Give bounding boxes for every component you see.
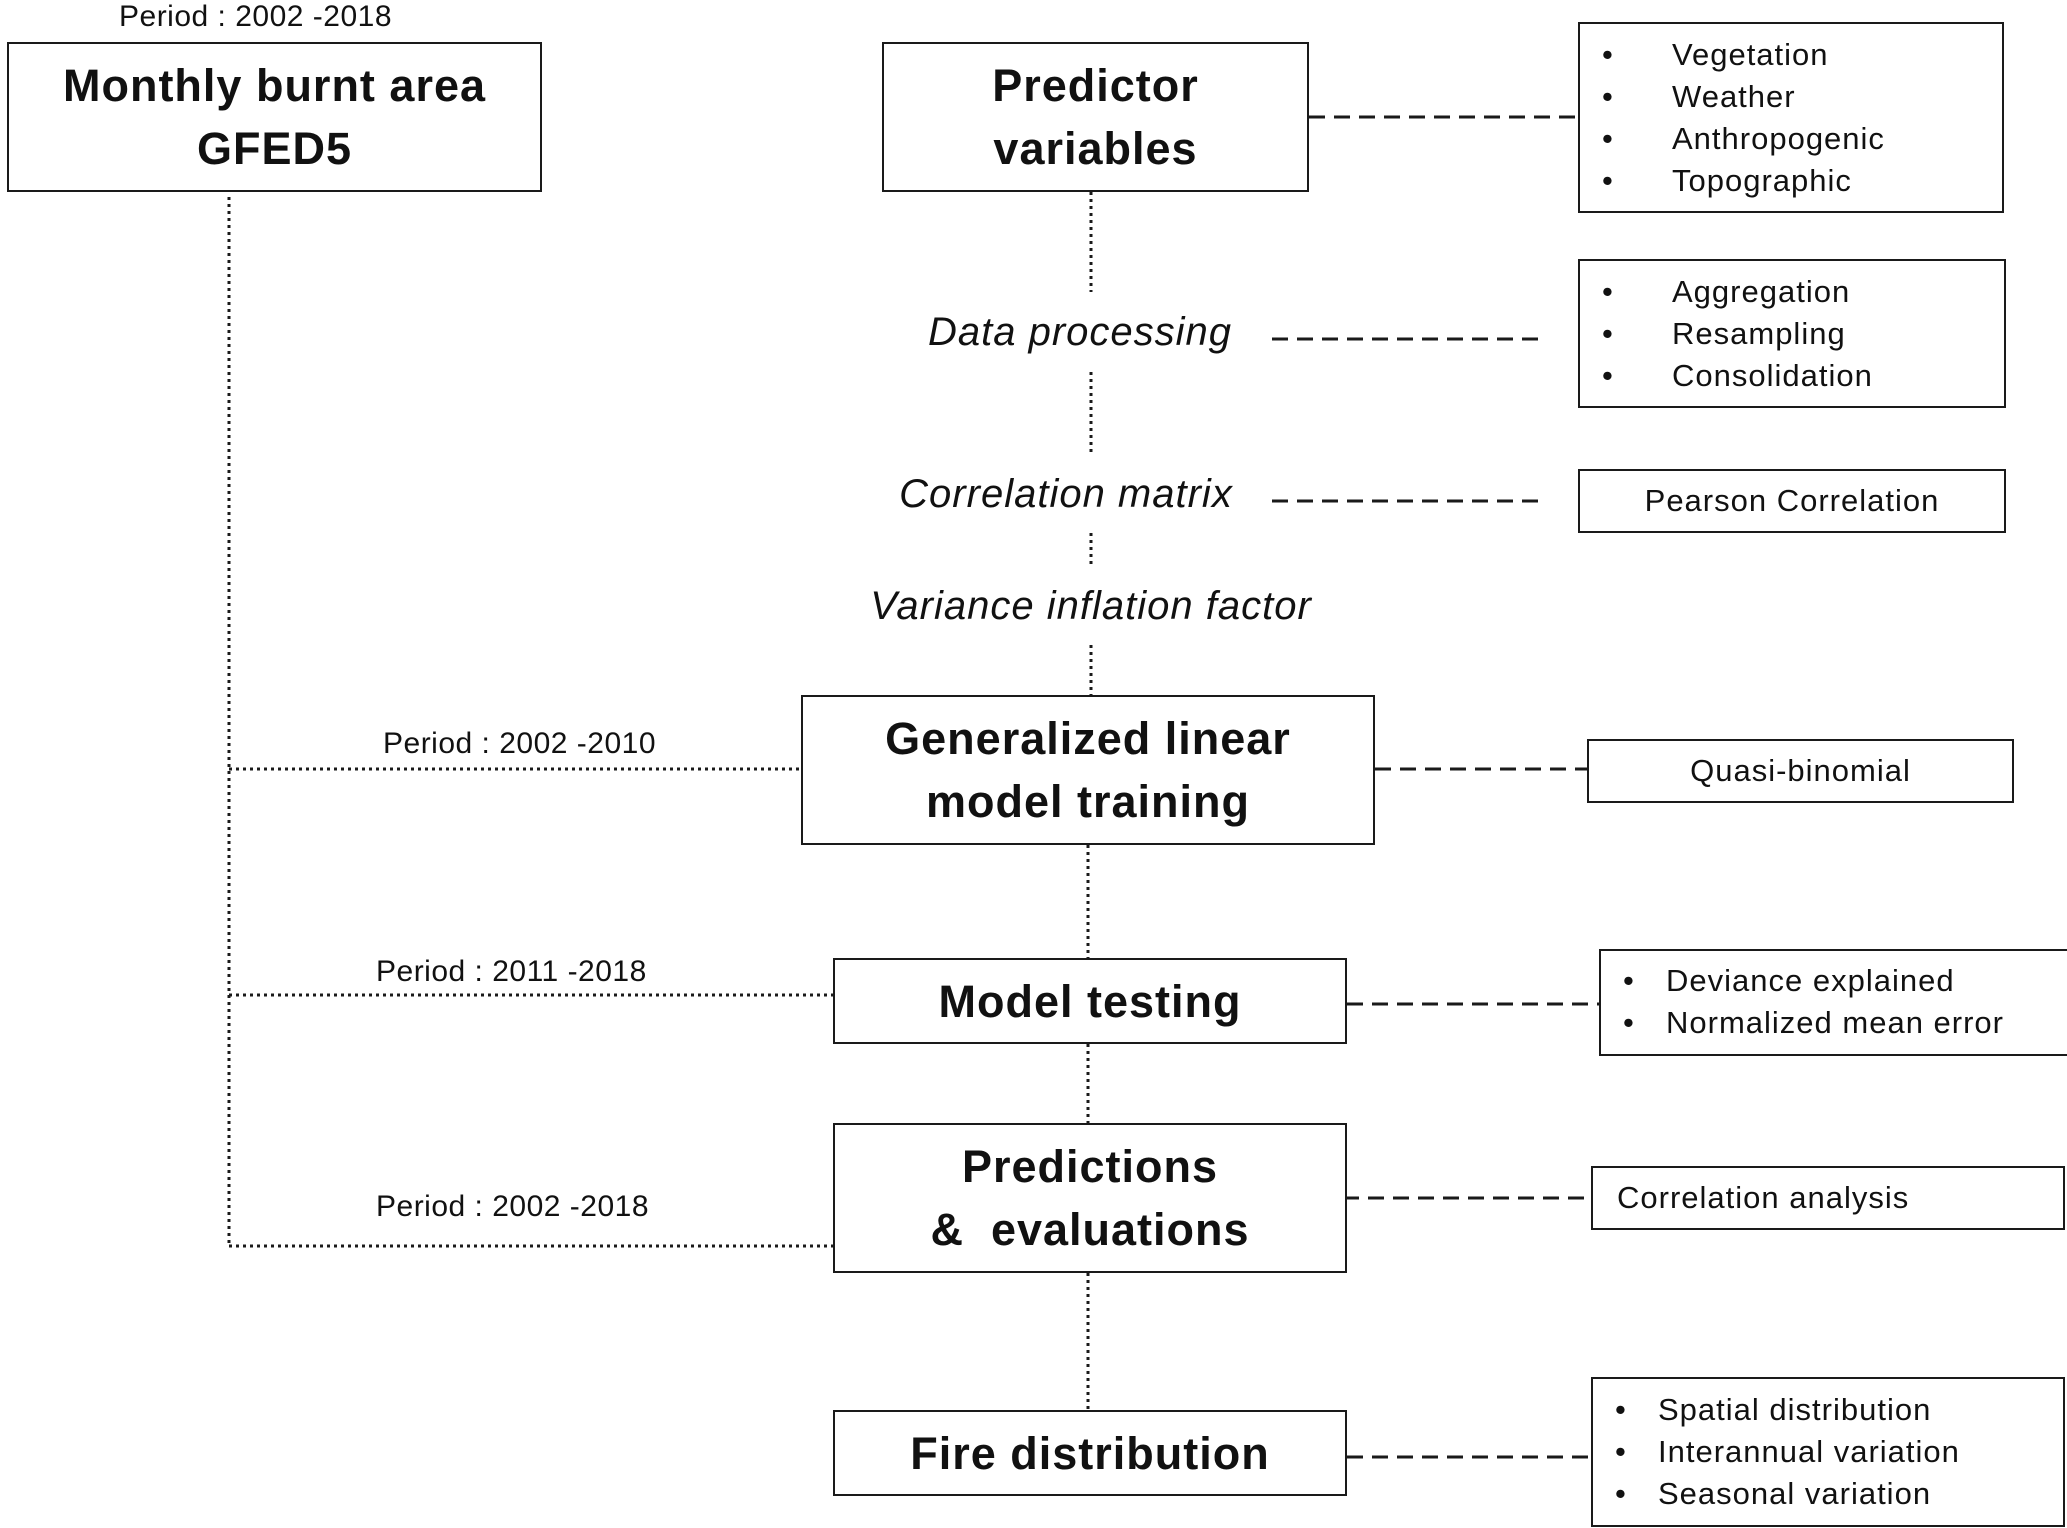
predictor-variables-box: Predictor variables <box>882 42 1309 192</box>
model-testing-title: Model testing <box>938 975 1242 1027</box>
predictor-variables-title-line-2: variables <box>993 123 1198 174</box>
data-processing-methods-box: Aggregation Resampling Consolidation <box>1578 259 2006 408</box>
quasi-binomial-text: Quasi-binomial <box>1690 753 1911 788</box>
distribution-output-item: Interannual variation <box>1593 1431 2063 1473</box>
monthly-burnt-area-title-line-1: Monthly burnt area <box>62 60 487 111</box>
variance-inflation-factor-label: Variance inflation factor <box>870 584 1312 628</box>
predictor-category-item: Vegetation <box>1580 34 2002 76</box>
source-period-label: Period : 2002 -2018 <box>119 0 393 33</box>
predictions-period-label: Period : 2002 -2018 <box>376 1190 650 1223</box>
testing-metrics-box: Deviance explained Normalized mean error <box>1599 949 2067 1056</box>
model-testing-box: Model testing <box>833 958 1347 1044</box>
training-period-label: Period : 2002 -2010 <box>383 727 657 760</box>
processing-method-item: Aggregation <box>1580 271 2004 313</box>
glm-training-box: Generalized linear model training <box>801 695 1375 845</box>
quasi-binomial-box: Quasi-binomial <box>1587 739 2014 803</box>
predictor-categories-box: Vegetation Weather Anthropogenic Topogra… <box>1578 22 2004 213</box>
predictor-category-item: Weather <box>1580 76 2002 118</box>
monthly-burnt-area-box: Monthly burnt area GFED5 <box>7 42 542 192</box>
testing-period-label: Period : 2011 -2018 <box>376 955 647 988</box>
correlation-analysis-text: Correlation analysis <box>1617 1180 1910 1215</box>
predictor-variables-title-line-1: Predictor <box>992 60 1199 111</box>
fire-distribution-title: Fire distribution <box>910 1427 1270 1479</box>
testing-metric-item: Normalized mean error <box>1601 1002 2067 1044</box>
predictions-title-line-2: & evaluations <box>930 1204 1250 1255</box>
correlation-analysis-box: Correlation analysis <box>1591 1166 2065 1230</box>
fire-distribution-box: Fire distribution <box>833 1410 1347 1496</box>
data-processing-label: Data processing <box>927 310 1233 354</box>
testing-metric-item: Deviance explained <box>1601 960 2067 1002</box>
distribution-output-item: Seasonal variation <box>1593 1473 2063 1515</box>
processing-method-item: Resampling <box>1580 313 2004 355</box>
processing-method-item: Consolidation <box>1580 355 2004 397</box>
correlation-matrix-label: Correlation matrix <box>899 472 1233 516</box>
monthly-burnt-area-title-line-2: GFED5 <box>196 123 353 174</box>
predictions-title-line-1: Predictions <box>961 1141 1219 1192</box>
predictor-category-item: Topographic <box>1580 160 2002 202</box>
distribution-outputs-box: Spatial distribution Interannual variati… <box>1591 1377 2065 1527</box>
pearson-correlation-box: Pearson Correlation <box>1578 469 2006 533</box>
predictions-evaluations-box: Predictions & evaluations <box>833 1123 1347 1273</box>
pearson-correlation-text: Pearson Correlation <box>1644 483 1940 518</box>
distribution-output-item: Spatial distribution <box>1593 1389 2063 1431</box>
glm-training-title-line-2: model training <box>925 776 1250 827</box>
glm-training-title-line-1: Generalized linear <box>885 713 1291 764</box>
predictor-category-item: Anthropogenic <box>1580 118 2002 160</box>
